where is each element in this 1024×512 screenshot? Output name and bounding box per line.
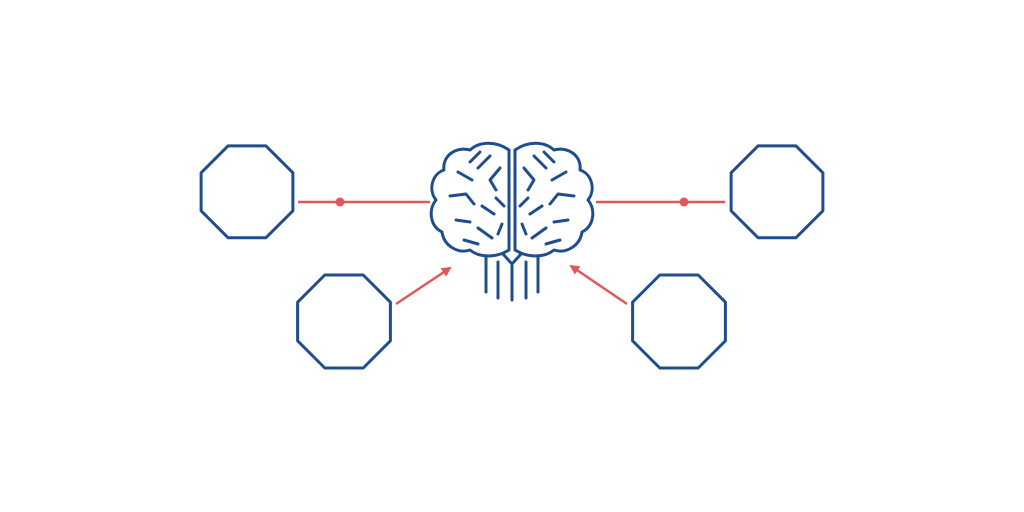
connectors	[298, 197, 725, 306]
node-bottom-left	[296, 273, 392, 370]
connector-arrow-bottom-right	[569, 264, 628, 306]
node-top-right	[729, 144, 825, 240]
connector-arrow-bottom-left	[395, 266, 452, 306]
brain-left-hemisphere	[429, 141, 511, 258]
brain-right-hemisphere	[513, 141, 595, 258]
brain-left-folds	[448, 150, 506, 246]
brain-right-folds	[518, 150, 576, 246]
nodes	[199, 144, 825, 370]
brain-circuit-icon	[429, 141, 595, 302]
brain-stem-v	[501, 252, 523, 266]
node-bottom-right	[631, 273, 727, 370]
connector-dot-top-left	[335, 197, 345, 207]
node-top-left	[199, 144, 295, 240]
connector-dot-top-right	[679, 197, 689, 207]
brain-circuit-leads	[484, 256, 540, 302]
